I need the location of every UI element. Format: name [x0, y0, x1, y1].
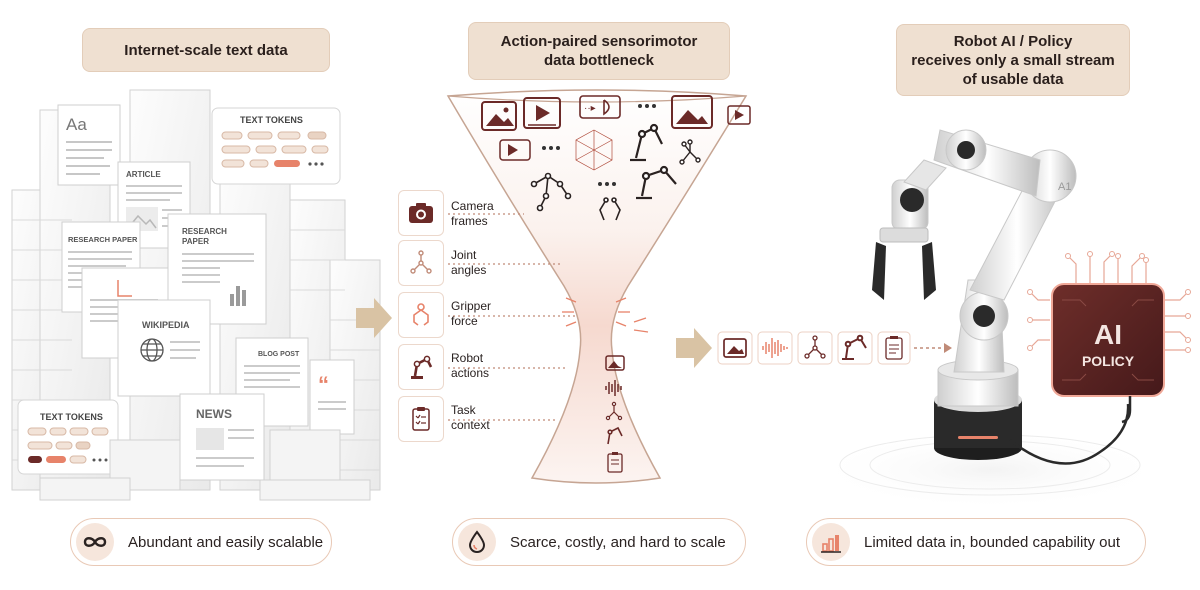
research-paper-2-label-b: PAPER — [182, 237, 209, 246]
image-icon — [481, 101, 517, 131]
point-cloud-icon — [575, 129, 613, 171]
camera-icon — [409, 203, 433, 223]
blog-post-label: BLOG POST — [258, 351, 300, 358]
clipboard-icon — [412, 407, 430, 431]
stream-image-icon — [723, 338, 747, 358]
left-footer-text: Abundant and easily scalable — [128, 533, 324, 551]
left-footer-pill: Abundant and easily scalable — [70, 518, 332, 566]
trickle-clipboard-icon — [607, 452, 623, 473]
audio-signal-icon: ··▸ — [579, 95, 621, 119]
robot-arm-mini-icon — [630, 123, 663, 162]
gripper-mini-icon — [599, 197, 621, 221]
image-icon-2 — [671, 95, 713, 129]
infinity-icon — [76, 523, 114, 561]
article-label: ARTICLE — [126, 170, 161, 179]
input-connectors — [448, 213, 576, 421]
bar-chart-icon — [812, 523, 850, 561]
joint-skeleton-icon — [679, 139, 701, 165]
task-context-box — [398, 396, 444, 442]
stream-clipboard-icon — [885, 336, 903, 360]
joint-skeleton-icon-2 — [530, 172, 572, 212]
gripper-force-box — [398, 292, 444, 338]
stream-waveform-icon — [762, 338, 788, 358]
water-drop-icon — [458, 523, 496, 561]
video-icon — [523, 97, 561, 129]
stream-joint-icon — [804, 335, 826, 359]
left-to-middle-arrow — [356, 298, 392, 338]
play-icon — [727, 105, 751, 125]
globe-icon — [140, 338, 164, 362]
news-label: NEWS — [196, 407, 232, 421]
ai-policy-chip: AI POLICY — [1027, 251, 1191, 424]
chip-ai-label: AI — [1094, 319, 1122, 350]
wikipedia-label: WIKIPEDIA — [142, 320, 190, 330]
text-tokens-label-top: TEXT TOKENS — [240, 115, 303, 125]
audio-signal-icon-2 — [499, 139, 531, 161]
funnel-top-icons: ··▸ — [481, 95, 751, 221]
gripper-icon — [413, 303, 429, 326]
research-paper-2-label-a: RESEARCH — [182, 227, 227, 236]
svg-text:··▸: ··▸ — [584, 103, 596, 114]
middle-footer-pill: Scarce, costly, and hard to scale — [452, 518, 746, 566]
trickle-joint-icon — [605, 401, 623, 421]
data-stream — [717, 331, 952, 365]
text-tokens-label-bottom: TEXT TOKENS — [40, 412, 103, 422]
trickle-waveform-icon — [605, 380, 622, 396]
research-paper-label: RESEARCH PAPER — [68, 235, 138, 244]
trickle-arm-icon — [607, 426, 623, 445]
bottleneck-funnel: ··▸ — [446, 89, 751, 484]
quote-mark-icon: “ — [318, 372, 329, 397]
camera-frames-box — [398, 190, 444, 236]
chip-policy-label: POLICY — [1082, 353, 1135, 369]
joint-angle-icon — [410, 250, 432, 274]
right-footer-pill: Limited data in, bounded capability out — [806, 518, 1146, 566]
aa-glyph: Aa — [66, 115, 87, 134]
robot-arm-illustration: A1 — [810, 129, 1170, 510]
stream-arm-icon — [842, 334, 867, 360]
trickle-image-icon — [605, 355, 625, 371]
robot-label: A1 — [1058, 181, 1071, 193]
right-footer-text: Limited data in, bounded capability out — [864, 533, 1121, 551]
robot-arm-mini-icon-2 — [636, 165, 677, 200]
document-stack-illustration: Aa TEXT TOKENS — [11, 89, 381, 501]
robot-actions-box — [398, 344, 444, 390]
left-column-header: Internet-scale text data — [82, 28, 330, 72]
robot-arm-icon — [411, 355, 433, 379]
middle-to-right-arrow — [676, 328, 712, 368]
joint-angles-box — [398, 240, 444, 286]
middle-footer-text: Scarce, costly, and hard to scale — [510, 533, 726, 551]
